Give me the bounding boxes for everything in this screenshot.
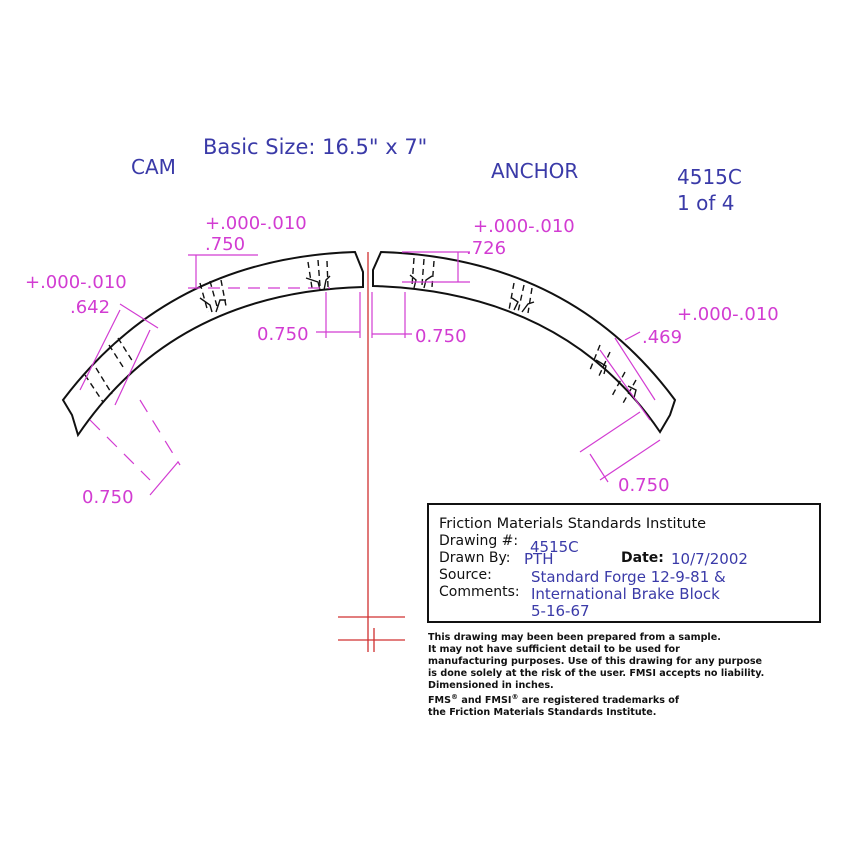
- disclaimer-line: is done solely at the risk of the user. …: [428, 667, 765, 679]
- dim-right-side-value: .469: [642, 327, 682, 348]
- rivet-holes: [84, 257, 637, 406]
- source-line-1: Standard Forge 12-9-81 &: [531, 568, 726, 586]
- dim-left-top-value: .750: [205, 234, 245, 255]
- fmsi-mark: FMSI: [484, 694, 512, 706]
- disclaimer-line: It may not have sufficient detail to be …: [428, 643, 680, 655]
- dim-right-top-value: .726: [466, 238, 506, 259]
- dim-right-gap: 0.750: [415, 326, 467, 347]
- dim-left-gap: 0.750: [257, 324, 309, 345]
- dim-left-end: 0.750: [82, 487, 134, 508]
- source-line-2: International Brake Block: [531, 585, 720, 603]
- drawing-number-label: Drawing #:: [439, 533, 519, 549]
- drawing-number-value: 4515C: [530, 538, 579, 556]
- anchor-label: ANCHOR: [491, 159, 578, 183]
- drawn-by-label: Drawn By:: [439, 550, 511, 566]
- tm-and: and: [458, 694, 485, 706]
- tm-rest: are registered trademarks of: [518, 694, 680, 706]
- fms-mark: FMS: [428, 694, 452, 706]
- right-brake-block: [372, 250, 677, 434]
- title-block: [427, 503, 821, 623]
- part-number: 4515C: [677, 165, 742, 189]
- source-line-3: 5-16-67: [531, 602, 590, 620]
- disclaimer-line: Dimensioned in inches.: [428, 679, 554, 691]
- trademark-line: FMS® and FMSI® are registered trademarks…: [428, 692, 764, 707]
- dim-right-top-tolerance: +.000-.010: [473, 216, 575, 237]
- organization-name: Friction Materials Standards Institute: [439, 516, 707, 532]
- dimension-lines: [79, 251, 661, 496]
- centerline: [338, 252, 405, 652]
- sheet-number: 1 of 4: [677, 191, 734, 215]
- basic-size-label: Basic Size: 16.5" x 7": [203, 135, 427, 159]
- dim-left-top-tolerance: +.000-.010: [205, 213, 307, 234]
- trademark-line-2: the Friction Materials Standards Institu…: [428, 706, 657, 718]
- disclaimer-line: This drawing may been been prepared from…: [428, 632, 721, 643]
- registered-icon: ®: [451, 692, 459, 701]
- date-label: Date:: [621, 550, 664, 566]
- date-value: 10/7/2002: [671, 550, 748, 568]
- source-label: Source:: [439, 567, 492, 583]
- dim-left-side-value: .642: [70, 297, 110, 318]
- comments-label: Comments:: [439, 584, 520, 600]
- registered-icon: ®: [511, 692, 519, 701]
- disclaimer: This drawing may been been prepared from…: [428, 632, 764, 719]
- cam-label: CAM: [131, 155, 176, 179]
- drawn-by-value: PTH: [524, 550, 554, 568]
- dim-left-side-tolerance: +.000-.010: [25, 272, 127, 293]
- dim-right-side-tolerance: +.000-.010: [677, 304, 779, 325]
- dim-right-end: 0.750: [618, 475, 670, 496]
- disclaimer-line: manufacturing purposes. Use of this draw…: [428, 655, 763, 667]
- left-brake-block: [61, 250, 364, 438]
